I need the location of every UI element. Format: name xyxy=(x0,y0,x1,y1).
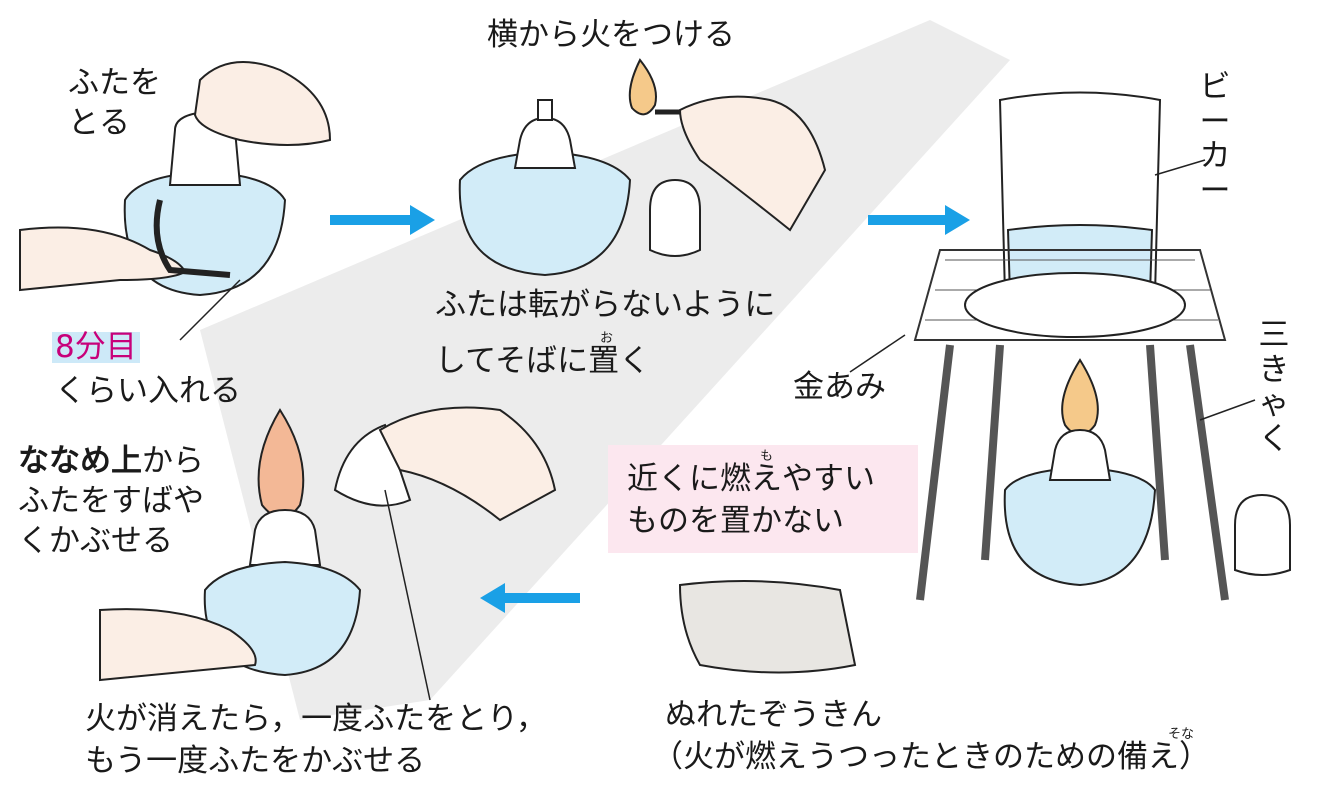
step4-line3: くかぶせる xyxy=(18,523,173,559)
step2-note-line2: してそばに置く xyxy=(435,343,651,379)
step4-bold: ななめ上 xyxy=(18,443,142,479)
step1-label-line2: とる xyxy=(68,105,130,141)
beaker-setup xyxy=(849,91,1291,601)
beaker-label: ビーカー xyxy=(1199,69,1231,210)
arrow-left xyxy=(480,583,580,613)
tripod-label: 三きゃく xyxy=(1258,317,1290,458)
step2-title: 横から火をつける xyxy=(487,17,735,53)
step4-note-line1: 火が消えたら，一度ふたをとり， xyxy=(85,701,547,737)
step1-label-line1: ふたを xyxy=(68,65,161,101)
alcohol-lamp-2 xyxy=(458,58,827,277)
caution-line1: 近くに燃えやすい xyxy=(627,461,875,497)
ruby-sona: そな xyxy=(1168,727,1195,742)
amount-rest: くらい入れる xyxy=(55,373,241,409)
arrow-right-2 xyxy=(868,205,970,235)
towel-note: （火が燃えうつったときのための備え） xyxy=(652,739,1210,775)
flow-arrows xyxy=(330,205,970,613)
step4-line1: ななめ上から xyxy=(18,446,204,477)
amount-highlight: 8分目 xyxy=(52,332,140,363)
arrow-right-1 xyxy=(330,205,435,235)
towel-label: ぬれたぞうきん xyxy=(665,697,882,733)
alcohol-lamp-1 xyxy=(19,61,332,297)
step2-note-line1: ふたは転がらないように xyxy=(435,287,776,323)
gauze-label: 金あみ xyxy=(793,369,886,405)
alcohol-lamp-4 xyxy=(99,279,857,701)
caution-box xyxy=(608,445,918,553)
step4-line1-rest: から xyxy=(142,443,204,479)
ruby-oku: お xyxy=(600,331,614,346)
step4-line2: ふたをすばや xyxy=(18,483,204,519)
step4-note-line2: もう一度ふたをかぶせる xyxy=(85,743,426,779)
caution-line2: ものを置かない xyxy=(627,503,844,539)
ruby-mo: も xyxy=(760,449,774,464)
